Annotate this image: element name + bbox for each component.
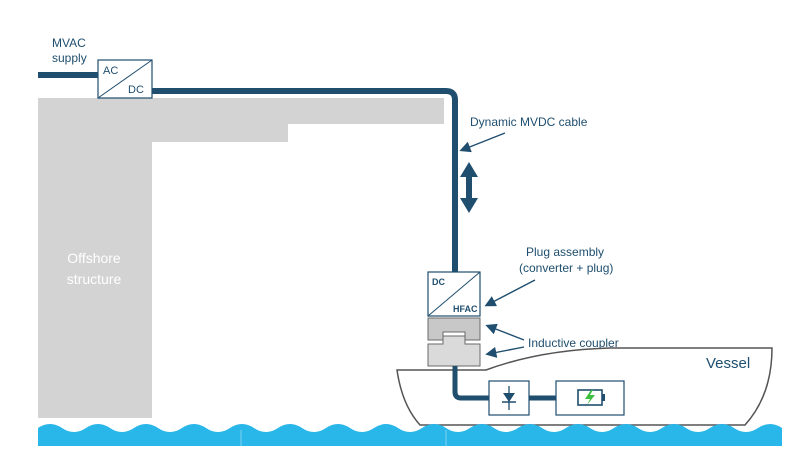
vessel-label: Vessel <box>706 355 750 372</box>
coupler-pointer-upper <box>485 323 525 341</box>
offshore-label-line2: structure <box>67 271 122 287</box>
dynamic-cable-label: Dynamic MVDC cable <box>470 115 588 129</box>
diode-icon <box>488 380 530 416</box>
ac-label: AC <box>103 65 118 77</box>
mvdc-cable <box>152 88 458 272</box>
inductive-coupler-label: Inductive coupler <box>528 336 619 350</box>
conv-dc-label: DC <box>432 277 445 287</box>
dc-label: DC <box>128 84 144 96</box>
inductive-coupler <box>427 317 481 367</box>
coupler-pointer-lower <box>485 346 525 358</box>
plug-label-line1: Plug assembly <box>526 245 604 259</box>
mvac-label-line2: supply <box>52 51 87 65</box>
battery-charging-icon <box>555 380 625 416</box>
conv-hfac-label: HFAC <box>453 304 478 314</box>
offshore-label-line1: Offshore <box>67 250 121 266</box>
vessel-cable <box>452 366 560 401</box>
plug-label-line2: (converter + plug) <box>519 261 613 275</box>
mvac-label-line1: MVAC <box>52 36 86 50</box>
water <box>38 424 782 446</box>
offshore-structure: Offshore structure <box>38 98 444 418</box>
plug-pointer <box>484 279 536 307</box>
dynamic-cable-pointer <box>459 132 506 153</box>
dc-hfac-converter: DC HFAC <box>427 271 481 317</box>
ac-dc-converter: AC DC <box>97 59 153 99</box>
double-arrow-vertical-icon <box>460 162 478 213</box>
